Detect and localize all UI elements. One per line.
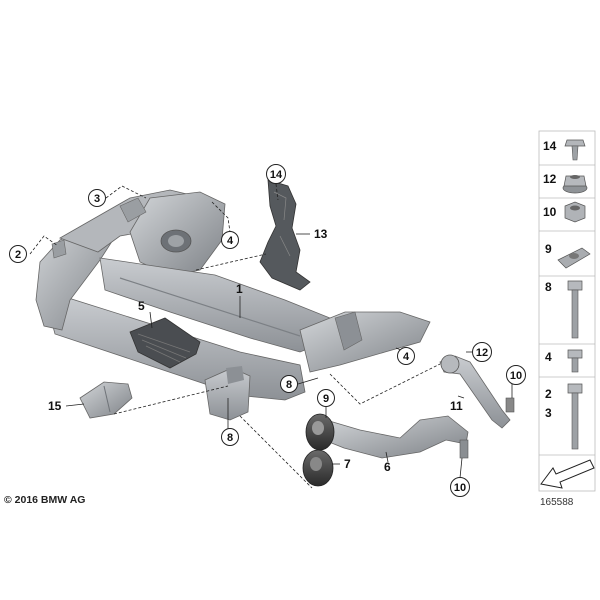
callout-8-middle: 8 <box>280 375 298 393</box>
callout-12: 12 <box>472 342 492 362</box>
screw-icon <box>564 139 586 161</box>
flange-nut-icon <box>562 175 588 194</box>
legend-num-8: 8 <box>545 280 552 294</box>
callout-10-upper: 10 <box>506 365 526 385</box>
tension-strut <box>439 354 515 429</box>
svg-text:2: 2 <box>15 249 21 261</box>
svg-text:10: 10 <box>510 370 522 382</box>
legend-num-10: 10 <box>543 205 557 219</box>
callout-9: 9 <box>317 389 335 407</box>
short-bolt-icon <box>567 349 583 373</box>
callout-3: 3 <box>88 189 106 207</box>
front-axle-carrier <box>35 189 431 421</box>
rubber-bushing-lower <box>302 449 334 487</box>
fastener-legend: 14 12 10 9 8 4 <box>538 130 596 492</box>
legend-num-3: 3 <box>545 406 552 420</box>
svg-text:3: 3 <box>94 193 100 205</box>
legend-num-9: 9 <box>545 242 552 256</box>
long-bolt-icon <box>567 280 583 339</box>
heat-shield <box>259 179 311 291</box>
callout-2: 2 <box>9 245 27 263</box>
label-13: 13 <box>314 227 328 241</box>
rubber-bushing-upper <box>305 413 335 451</box>
direction-arrow-icon <box>540 459 595 489</box>
svg-text:14: 14 <box>270 169 283 181</box>
svg-text:10: 10 <box>454 482 466 494</box>
clip-nut-icon <box>557 247 591 269</box>
svg-text:8: 8 <box>227 432 233 444</box>
svg-text:4: 4 <box>403 351 410 363</box>
legend-num-12: 12 <box>543 172 557 186</box>
copyright-text: © 2016 BMW AG <box>4 494 86 506</box>
legend-num-14: 14 <box>543 139 557 153</box>
callout-10-lower: 10 <box>450 477 470 497</box>
legend-num-4: 4 <box>545 350 552 364</box>
svg-text:9: 9 <box>323 393 329 405</box>
callout-8-lower: 8 <box>221 428 239 446</box>
label-15: 15 <box>48 399 62 413</box>
svg-text:12: 12 <box>476 347 488 359</box>
svg-text:4: 4 <box>227 235 234 247</box>
control-arm <box>323 415 469 459</box>
label-7: 7 <box>344 457 351 471</box>
callout-14: 14 <box>266 164 286 184</box>
bolt-icon <box>567 383 583 450</box>
hex-nut-icon <box>564 201 586 223</box>
legend-num-2: 2 <box>545 387 552 401</box>
label-5: 5 <box>138 299 145 313</box>
svg-text:8: 8 <box>286 379 292 391</box>
leader-lines <box>29 183 513 489</box>
bracket-part <box>79 381 133 419</box>
label-1: 1 <box>236 282 243 296</box>
label-11: 11 <box>450 399 463 413</box>
drawing-number: 165588 <box>540 497 574 508</box>
label-6: 6 <box>384 460 391 474</box>
callout-4-upper: 4 <box>221 231 239 249</box>
callout-4-lower: 4 <box>397 347 415 365</box>
shield-plate <box>129 317 201 369</box>
